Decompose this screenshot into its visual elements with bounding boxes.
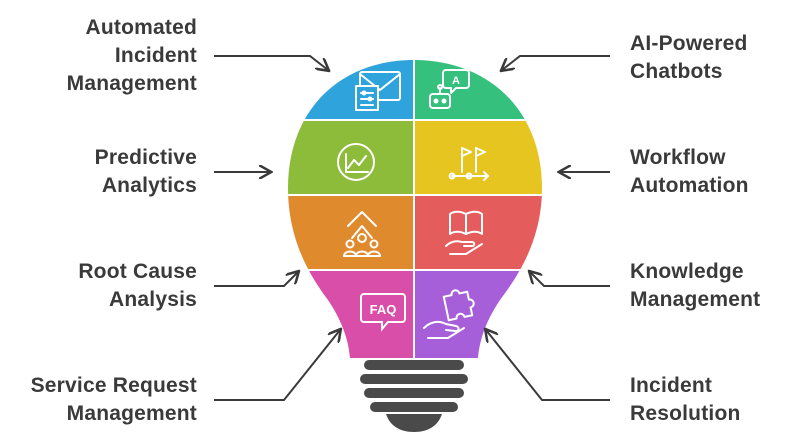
label-automated-incident-management: Automated Incident Management [66,16,197,95]
analytics-chart-icon [337,143,375,181]
arrow-root-cause-analysis [214,272,298,287]
segment-predictive-analytics [288,120,414,195]
label-workflow-automation: Workflow Automation [630,146,749,197]
segment-incident-resolution [414,270,542,358]
arrow-knowledge-management [530,272,610,287]
workflow-flags-icon [448,147,489,181]
envelope-icon [355,71,401,111]
bulb-segments [288,60,542,358]
segment-automated-incident-management [288,60,414,120]
label-service-request-management: Service Request Management [30,374,197,425]
arrow-ai-powered-chatbots [502,55,610,70]
segment-knowledge-management [414,195,542,270]
book-hand-icon [445,210,483,255]
segment-ai-powered-chatbots [414,60,542,120]
ai-letter: A [452,75,460,87]
faq-text: FAQ [370,302,397,317]
arrow-automated-incident-management [214,55,328,70]
segment-service-request-management [288,270,414,358]
arrow-service-request-management [214,330,340,401]
root-cause-tree-icon [343,211,381,257]
segment-root-cause-analysis [288,195,414,270]
bulb-base [360,360,468,432]
label-incident-resolution: Incident Resolution [630,374,741,425]
faq-bubble-icon: FAQ [360,293,406,332]
label-knowledge-management: Knowledge Management [630,260,761,311]
arrow-incident-resolution [486,330,610,401]
puzzle-hand-icon [423,289,475,339]
segment-workflow-automation [414,120,542,195]
label-ai-powered-chatbots: AI-Powered Chatbots [630,32,748,83]
label-root-cause-analysis: Root Cause Analysis [78,260,197,311]
robot-chat-icon [429,69,470,109]
label-predictive-analytics: Predictive Analytics [94,146,197,197]
connector-arrows [214,55,610,401]
